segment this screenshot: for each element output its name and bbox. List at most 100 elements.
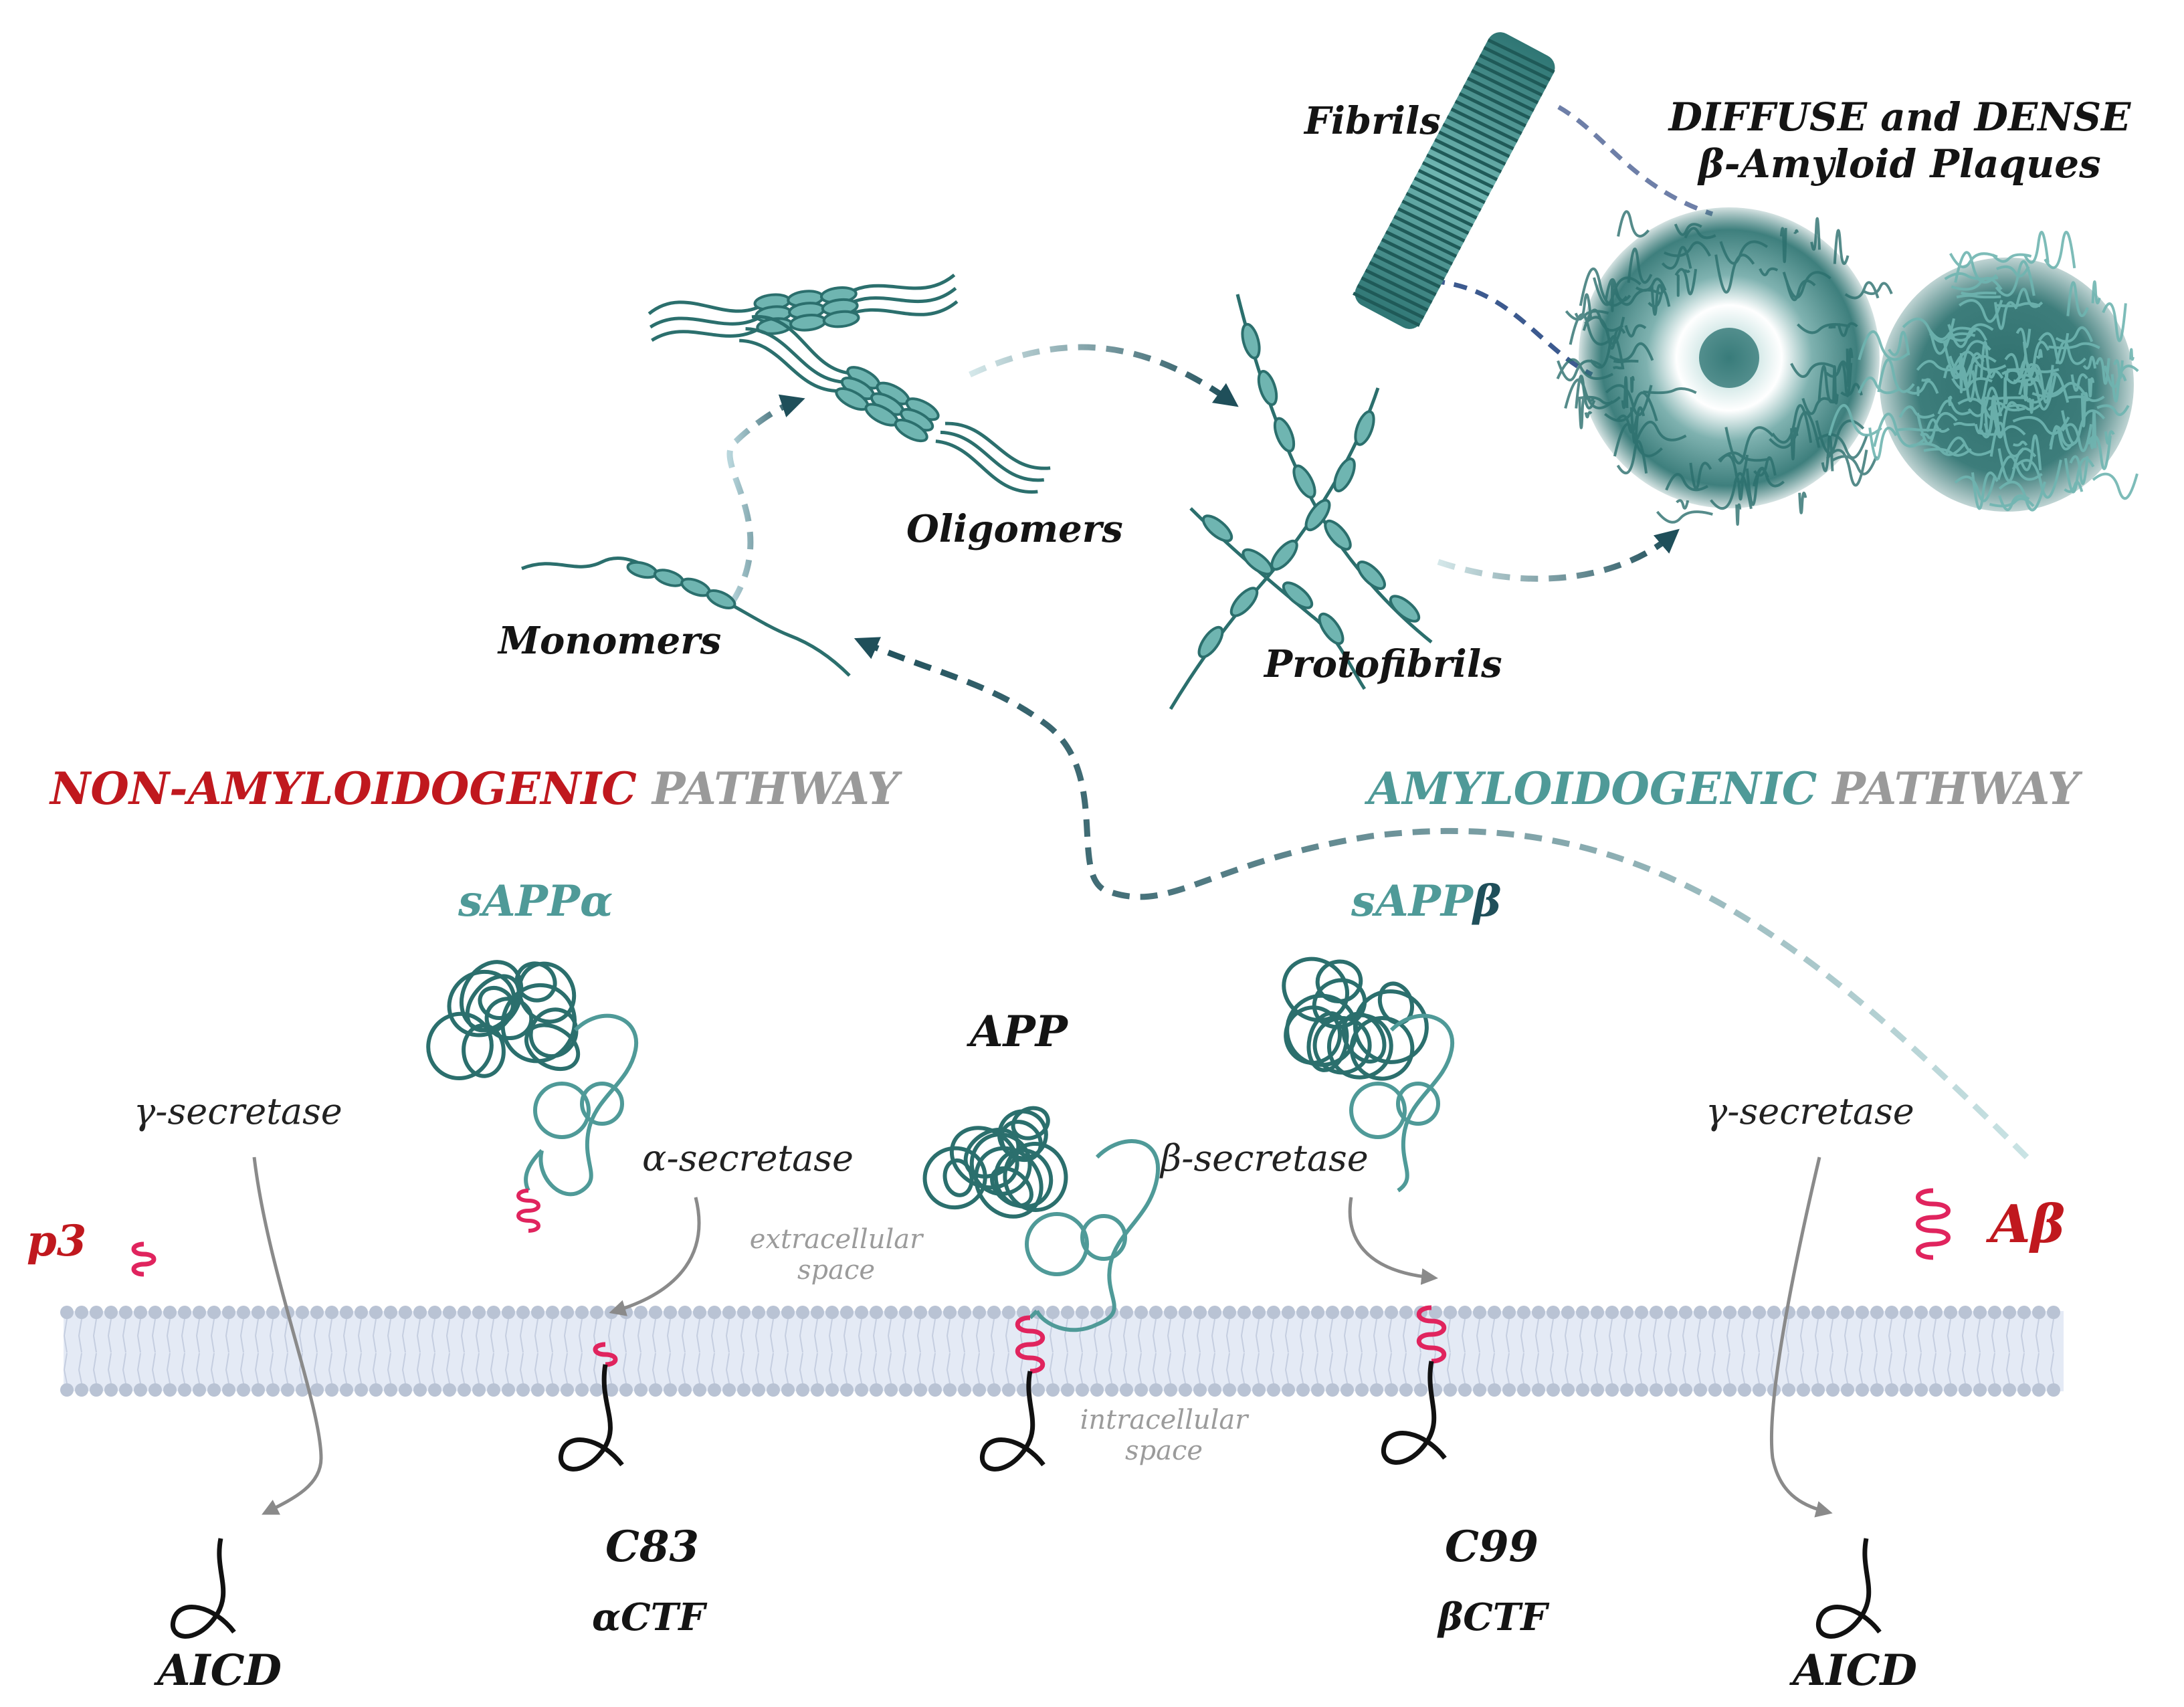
label-beta-ctf: βCTF: [1438, 1595, 1548, 1639]
lipid-head: [1444, 1306, 1457, 1319]
plaque-strand: [1953, 421, 1975, 427]
abeta-fragment: [1916, 1188, 1951, 1260]
label-extracellular-space: extracellular space: [729, 1224, 943, 1286]
lipid-head: [708, 1383, 721, 1397]
plaque-strand: [1650, 284, 1664, 316]
lipid-head: [1296, 1383, 1310, 1397]
lipid-head: [2032, 1306, 2046, 1319]
plaque-strand: [1609, 342, 1654, 362]
lipid-head: [1679, 1383, 1692, 1397]
lipid-head: [1134, 1306, 1148, 1319]
plaque-strand: [1815, 433, 1869, 460]
oligomer-strand-top: [648, 274, 959, 342]
plaque-strand: [1605, 384, 1653, 417]
protein-coil: [1282, 957, 1350, 1023]
label-app: APP: [970, 1007, 1068, 1057]
plaque-strand: [1979, 406, 2001, 439]
plaque-strand: [1904, 379, 1939, 395]
lipid-tail: [1858, 1318, 1863, 1384]
lipid-tail: [1005, 1318, 1009, 1384]
lipid-tail: [387, 1318, 391, 1384]
lipid-tail: [607, 1318, 612, 1384]
lipid-head: [2047, 1306, 2060, 1319]
plaque-strand: [1920, 433, 1935, 439]
protein-coil: [999, 1120, 1043, 1163]
lipid-tail: [2020, 1318, 2025, 1384]
lipid-head: [870, 1306, 883, 1319]
lipid-head: [987, 1383, 1001, 1397]
lipid-tail: [313, 1318, 318, 1384]
lipid-head: [340, 1306, 353, 1319]
lipid-head: [340, 1383, 353, 1397]
lipid-tail: [1888, 1318, 1892, 1384]
plaque-strand: [1793, 229, 1799, 234]
membrane-lipid-tails: [63, 1318, 2054, 1384]
label-gamma-secretase-left: γ-secretase: [134, 1090, 342, 1132]
lipid-head: [472, 1306, 486, 1319]
plaque-strand: [2023, 231, 2050, 264]
plaque-strand: [1961, 291, 1997, 296]
plaque-strand: [2082, 355, 2097, 370]
lipid-head: [1120, 1306, 1133, 1319]
fibril-stripe: [1357, 284, 1425, 320]
fibril-stripe: [1454, 100, 1522, 135]
plaque-strand: [2089, 409, 2097, 449]
alpha-secretase-arrow: [609, 1197, 701, 1316]
fibril-stripe: [1393, 215, 1462, 251]
lipid-head: [1635, 1306, 1648, 1319]
beta-secretase-arrow: [1348, 1197, 1438, 1285]
lipid-head: [973, 1383, 986, 1397]
lipid-tail: [1726, 1318, 1730, 1384]
arrow-abeta-to-monomers: [854, 637, 2029, 1160]
plaque-strand: [1954, 475, 1996, 502]
oligomer-strand-bottom: [739, 315, 1051, 494]
plaque-strand: [2064, 480, 2084, 493]
lipid-head: [90, 1306, 103, 1319]
lipid-tail: [1785, 1318, 1789, 1384]
plaque-strand: [1971, 472, 1999, 510]
lipid-tail: [961, 1318, 965, 1384]
plaque-strand: [1801, 397, 1834, 415]
lipid-head: [781, 1306, 795, 1319]
lipid-tail: [1211, 1318, 1215, 1384]
label-amyloidogenic: AMYLOIDOGENIC: [1368, 763, 1817, 815]
lipid-head: [325, 1383, 338, 1397]
protein-coil: [426, 1011, 494, 1081]
label-oligomers: Oligomers: [906, 507, 1123, 551]
lipid-head: [1959, 1383, 1972, 1397]
lipid-head: [516, 1383, 530, 1397]
lipid-head: [237, 1306, 250, 1319]
lipid-tail: [769, 1318, 774, 1384]
lipid-tail: [445, 1318, 450, 1384]
lipid-head: [1576, 1383, 1589, 1397]
fibril-stripe: [1450, 107, 1518, 143]
lipid-head: [2047, 1383, 2060, 1397]
lipid-tail: [1696, 1318, 1701, 1384]
lipid-head: [1267, 1306, 1280, 1319]
lipid-head: [1856, 1383, 1869, 1397]
protein-coil: [447, 969, 516, 1037]
lipid-head: [855, 1383, 868, 1397]
lipid-head: [767, 1383, 780, 1397]
label-plaques: DIFFUSE and DENSE β-Amyloid Plaques: [1646, 94, 2154, 187]
fibril-stripe: [1475, 61, 1543, 97]
plaque-strand: [1898, 405, 1935, 419]
lipid-head: [840, 1383, 854, 1397]
plaque-strand: [1979, 340, 1997, 379]
lipid-head: [178, 1383, 191, 1397]
lipid-head: [1502, 1306, 1516, 1319]
p3-fragment: [131, 1241, 157, 1277]
lipid-tail: [1328, 1318, 1333, 1384]
fibril-stripe: [1421, 161, 1490, 197]
lipid-head: [958, 1383, 971, 1397]
plaque-strand: [2080, 392, 2089, 427]
plaque-strand: [2018, 363, 2064, 396]
lipid-head: [1046, 1383, 1060, 1397]
lipid-tail: [1682, 1318, 1686, 1384]
lipid-head: [1870, 1306, 1884, 1319]
cell-membrane: [60, 1306, 2064, 1397]
plaque-strand: [2070, 373, 2088, 392]
fibril-stripe: [1381, 237, 1449, 274]
plaque-strand: [2092, 472, 2139, 500]
plaque-strand: [2004, 353, 2027, 377]
